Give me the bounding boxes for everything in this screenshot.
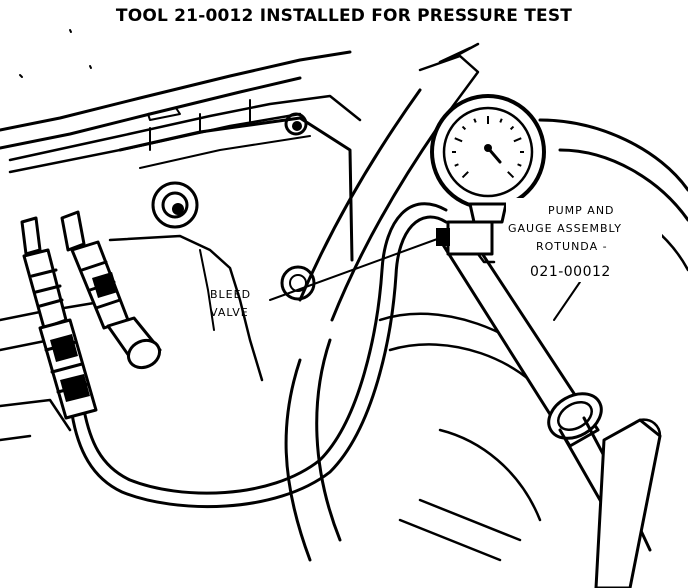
gauge-tick bbox=[454, 163, 459, 167]
housing-bolt-upper bbox=[151, 181, 199, 229]
gauge-tick bbox=[461, 125, 467, 131]
gauge-tick bbox=[473, 118, 477, 123]
gauge-tick bbox=[517, 163, 522, 167]
bleed-valve-label-line2: VALVE bbox=[210, 306, 249, 319]
gauge-tick bbox=[499, 118, 503, 123]
pump-gauge-label-line2: GAUGE ASSEMBLY bbox=[508, 222, 622, 235]
bleed-valve-label-line1: BLEED bbox=[210, 288, 251, 301]
gauge-tick bbox=[507, 171, 515, 179]
gauge-tick bbox=[461, 171, 469, 179]
gauge-tick bbox=[509, 125, 515, 131]
cap-adapter-left bbox=[20, 216, 98, 420]
bleed-valve-label: BLEED VALVE bbox=[210, 288, 251, 319]
housing-bolt-right bbox=[284, 112, 308, 136]
gauge-tick bbox=[513, 137, 522, 143]
gauge-tick bbox=[454, 137, 463, 143]
radiator-hose bbox=[298, 42, 480, 322]
bleed-valve-leader bbox=[269, 237, 441, 301]
test-hose bbox=[70, 202, 448, 509]
pump-cylinder bbox=[438, 230, 662, 588]
pump-gauge-label-line1: PUMP AND bbox=[548, 204, 615, 217]
cap-adapter-right bbox=[60, 210, 162, 370]
pump-gauge-label-line4: 021-00012 bbox=[530, 264, 611, 280]
pressure-gauge bbox=[430, 94, 546, 224]
gauge-fitting bbox=[436, 220, 496, 264]
diagram-title: TOOL 21-0012 INSTALLED FOR PRESSURE TEST bbox=[115, 6, 573, 26]
pump-gauge-label-line3: ROTUNDA - bbox=[536, 240, 608, 253]
pump-gauge-label: PUMP AND GAUGE ASSEMBLY ROTUNDA - 021-00… bbox=[506, 198, 662, 282]
rotunda-leader bbox=[553, 281, 581, 321]
